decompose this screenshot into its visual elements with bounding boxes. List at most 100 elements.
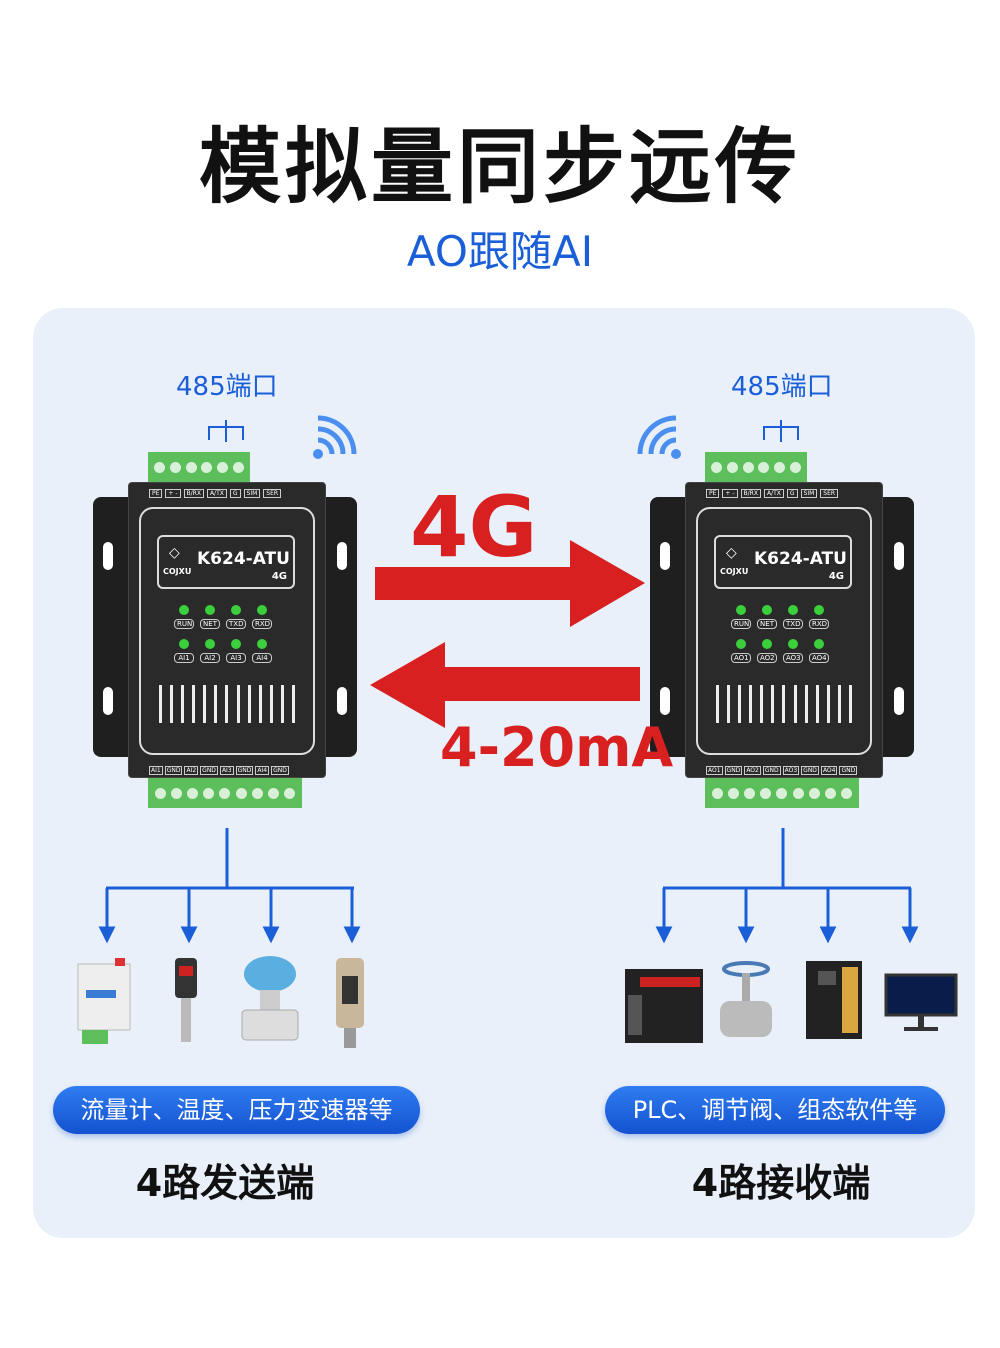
valve-image [720, 961, 772, 1037]
arrow-left [370, 642, 640, 728]
network-badge: 4G [271, 571, 287, 582]
indicator-led [762, 605, 772, 615]
model-name: K624-ATU [197, 549, 290, 569]
bottom-terminal-block [148, 778, 302, 808]
top-terminal-label: B/RX [183, 489, 204, 498]
wifi-icon [313, 415, 357, 459]
wifi-icon [637, 415, 681, 459]
led-label: NET [757, 619, 777, 629]
bottom-terminal-label: AI4 [255, 766, 270, 775]
led-label: AO2 [757, 653, 777, 663]
arrow-down-icon [737, 926, 755, 944]
arrows [370, 540, 645, 728]
sender-caption: 4路发送端 [135, 1161, 315, 1205]
brand-logo-icon: ◇ [726, 545, 737, 561]
led-label: AI2 [200, 653, 220, 663]
indicator-led [257, 639, 267, 649]
receiver-devices-pill: PLC、调节阀、组态软件等 [605, 1086, 945, 1134]
bottom-terminal-label: AI2 [184, 766, 199, 775]
arrow-down-icon [262, 926, 280, 944]
bottom-terminal-label: AO4 [820, 766, 838, 775]
bottom-terminal-block [705, 778, 859, 808]
top-terminal-label: A/TX [206, 489, 227, 498]
sender-port-label: 485端口 [176, 372, 278, 402]
flowmeter-image [77, 958, 131, 1044]
port-stem [225, 420, 227, 442]
page-title: 模拟量同步远传 [198, 120, 801, 215]
indicator-led [788, 639, 798, 649]
indicator-led [814, 639, 824, 649]
bottom-terminal-label: GND [801, 766, 819, 775]
top-terminal-label: PE [149, 489, 163, 498]
top-terminal-block [705, 452, 807, 482]
led-label: AO4 [809, 653, 829, 663]
inverter-image [806, 961, 862, 1039]
sender-devices-pill: 流量计、温度、压力变速器等 [53, 1086, 420, 1134]
receiver-caption: 4路接收端 [691, 1161, 871, 1205]
bottom-terminal-label: AO3 [782, 766, 800, 775]
vent-grille [716, 685, 852, 723]
bottom-terminal-label: GND [235, 766, 254, 775]
top-terminal-label: SIM [800, 489, 818, 498]
indicator-led [257, 605, 267, 615]
connection-tree [98, 828, 919, 944]
indicator-led [179, 639, 189, 649]
bottom-terminal-label: AI1 [149, 766, 163, 775]
bottom-terminal-label: GND [762, 766, 781, 775]
indicator-led [788, 605, 798, 615]
top-terminal-label: + - [722, 489, 738, 498]
top-terminal-label: G [229, 489, 241, 498]
indicator-led [814, 605, 824, 615]
led-label: AO1 [731, 653, 751, 663]
indicator-led [179, 605, 189, 615]
port-stem [780, 420, 782, 442]
bottom-terminal-label: AO2 [744, 766, 761, 775]
led-label: NET [200, 619, 220, 629]
link-label: 4G [410, 478, 538, 576]
led-label: AI1 [174, 653, 194, 663]
led-label: AI3 [226, 653, 246, 663]
led-label: RXD [809, 619, 829, 629]
top-terminal-label: SER [263, 489, 282, 498]
top-terminal-label: G [786, 489, 798, 498]
top-terminal-label: + - [165, 489, 181, 498]
led-label: AO3 [783, 653, 803, 663]
top-terminal-label: B/RX [740, 489, 761, 498]
pressure-transmitter-image [175, 958, 197, 1042]
arrow-down-icon [655, 926, 673, 944]
top-terminal-label: SIM [243, 489, 261, 498]
plc-image [625, 969, 703, 1043]
bottom-terminal-label: GND [839, 766, 858, 775]
sensor-images [77, 956, 364, 1048]
led-label: RXD [252, 619, 272, 629]
led-label: RUN [731, 619, 751, 629]
indicator-led [231, 605, 241, 615]
bottom-terminal-label: GND [200, 766, 218, 775]
arrow-down-icon [98, 926, 116, 944]
arrow-down-icon [819, 926, 837, 944]
arrow-down-icon [180, 926, 198, 944]
arrow-down-icon [343, 926, 361, 944]
vent-grille [159, 685, 295, 723]
indicator-led [736, 639, 746, 649]
bottom-terminal-label: AI3 [219, 766, 234, 775]
top-terminal-block [148, 452, 250, 482]
indicator-led [762, 639, 772, 649]
led-label: TXD [783, 619, 803, 629]
top-terminal-label: A/TX [763, 489, 784, 498]
monitor-image [884, 973, 958, 1031]
brand-logo-icon: ◇ [169, 545, 180, 561]
bottom-terminal-label: GND [271, 766, 289, 775]
receiver-images [625, 961, 958, 1043]
bottom-terminal-label: GND [724, 766, 743, 775]
indicator-led [205, 639, 215, 649]
top-terminal-label: PE [706, 489, 720, 498]
signal-label: 4-20mA [440, 716, 674, 779]
arrow-right [375, 540, 645, 627]
model-name: K624-ATU [754, 549, 847, 569]
